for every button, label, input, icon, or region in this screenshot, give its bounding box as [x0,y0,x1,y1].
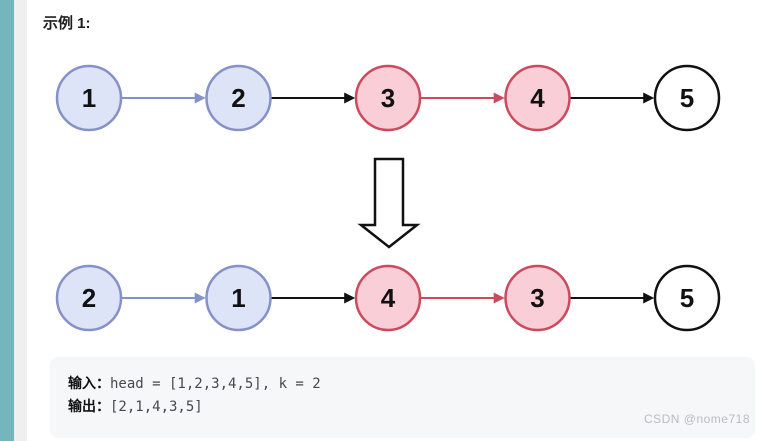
code-line-input: 输入：head = [1,2,3,4,5], k = 2 [68,372,755,395]
svg-text:5: 5 [680,283,694,313]
list-node-list-after-1: 1 [207,266,271,330]
gutter [14,0,27,441]
svg-text:3: 3 [530,283,544,313]
list-node-list-after-3: 3 [506,266,570,330]
list-node-list-after-5: 5 [655,266,719,330]
list-node-list-after-4: 4 [356,266,420,330]
list-node-list-before-2: 2 [207,66,271,130]
svg-text:2: 2 [231,83,245,113]
list-node-list-after-2: 2 [57,266,121,330]
code-line-text: head = [1,2,3,4,5], k = 2 [110,376,321,392]
svg-text:5: 5 [680,83,694,113]
list-node-list-before-3: 3 [356,66,420,130]
svg-text:2: 2 [82,283,96,313]
example-title: 示例 1: [43,12,91,33]
list-node-list-before-5: 5 [655,66,719,130]
svg-text:1: 1 [231,283,245,313]
watermark: CSDN @nome718 [644,412,750,426]
svg-text:3: 3 [381,83,395,113]
accent-bar [0,0,14,441]
code-line-label: 输入： [68,375,110,391]
svg-text:4: 4 [530,83,545,113]
list-node-list-before-4: 4 [506,66,570,130]
code-line-text: [2,1,4,3,5] [110,399,203,415]
svg-text:1: 1 [82,83,96,113]
transform-down-arrow-icon [361,159,417,247]
list-node-list-before-1: 1 [57,66,121,130]
svg-text:4: 4 [381,283,396,313]
code-line-label: 输出： [68,398,110,414]
